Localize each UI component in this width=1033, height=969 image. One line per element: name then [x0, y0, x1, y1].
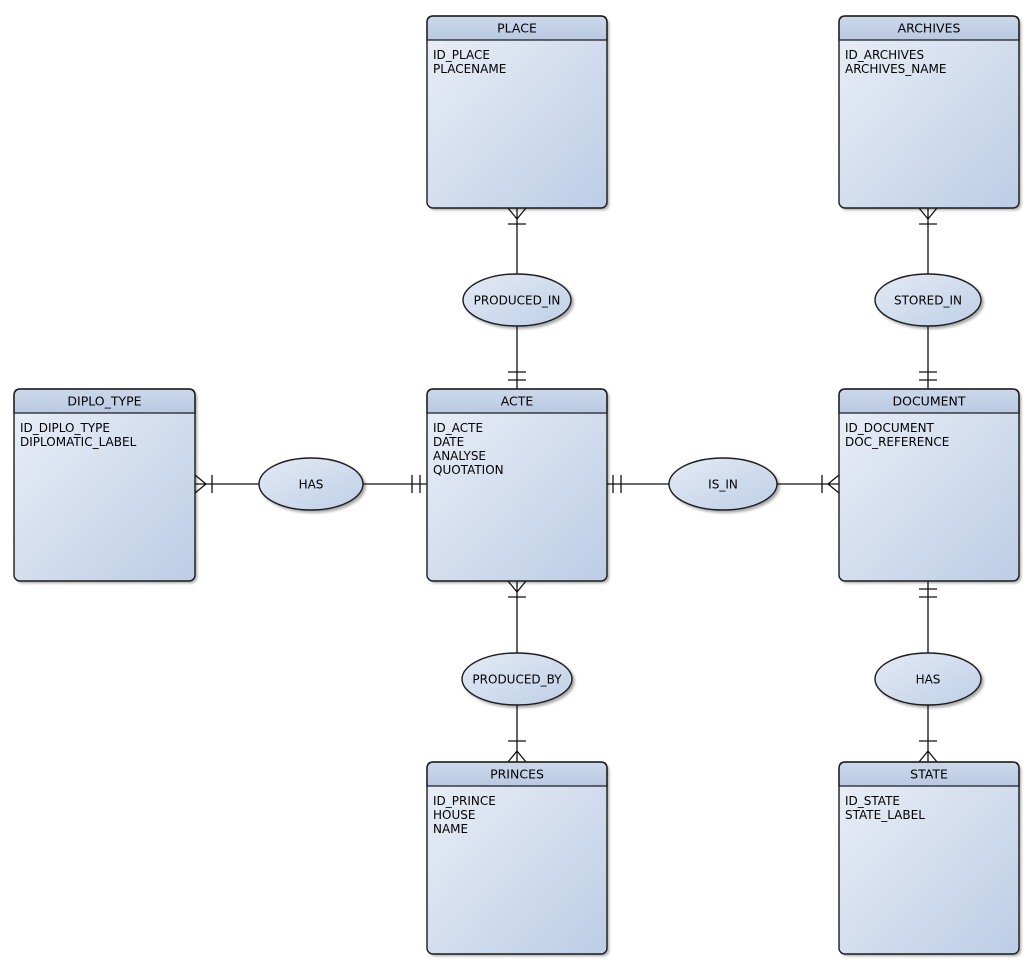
connector-line-with-double-bar	[919, 326, 937, 389]
entity-body	[14, 389, 195, 581]
relationship-ellipse	[874, 273, 982, 327]
relationship-label: HAS	[916, 673, 941, 687]
edge-archives-stored-in[interactable]	[918, 207, 938, 274]
edge-place-produced-in[interactable]	[507, 207, 527, 274]
entity-title: ACTE	[501, 394, 534, 409]
connector-line-with-double-bar	[919, 581, 937, 653]
edge-diplo-type-has[interactable]	[194, 474, 259, 494]
entity-body	[427, 762, 607, 954]
entity-body	[427, 16, 607, 208]
entity-attribute: ID_DIPLO_TYPE	[20, 421, 110, 435]
entity-attribute: ID_STATE	[845, 794, 900, 808]
connector-line-with-crowfoot-bar	[507, 580, 527, 653]
entity-body	[839, 762, 1019, 954]
entity-border	[838, 15, 1020, 209]
entity-body	[839, 389, 1019, 581]
entity-attribute: DIPLOMATIC_LABEL	[20, 435, 137, 449]
entity-place[interactable]: PLACE ID_PLACE PLACENAME	[426, 15, 608, 209]
entity-attribute: ARCHIVES_NAME	[845, 62, 946, 76]
entity-border	[13, 388, 196, 582]
entity-attribute: ID_ACTE	[433, 421, 483, 435]
relationship-label: PRODUCED_IN	[474, 294, 561, 308]
relationship-ellipse	[461, 652, 573, 706]
entity-attribute: NAME	[433, 822, 468, 836]
entity-state[interactable]: STATE ID_STATE STATE_LABEL	[838, 761, 1020, 955]
connector-line-with-crowfoot-bar	[194, 474, 259, 494]
edge-acte-produced-by[interactable]	[507, 580, 527, 653]
relationship-stored-in[interactable]: STORED_IN	[874, 273, 982, 327]
relationship-label: PRODUCED_BY	[472, 673, 562, 687]
entity-title: DIPLO_TYPE	[67, 394, 141, 409]
relationship-label: IS_IN	[708, 478, 738, 492]
connector-line-with-crowfoot-bar	[507, 705, 527, 763]
connector-line-with-crowfoot-bar	[777, 474, 840, 494]
edge-produced-in-acte[interactable]	[508, 326, 526, 389]
relationship-is-in[interactable]: IS_IN	[668, 457, 778, 511]
connector-line-with-double-bar	[508, 326, 526, 389]
entity-border	[426, 388, 608, 582]
relationship-has-document-state[interactable]: HAS	[874, 652, 982, 706]
connector-line-with-crowfoot-bar	[918, 207, 938, 274]
entity-title: DOCUMENT	[892, 394, 965, 409]
entity-attribute: ANALYSE	[433, 449, 486, 463]
entity-attribute: QUOTATION	[433, 463, 504, 477]
entity-attribute: DOC_REFERENCE	[845, 435, 949, 449]
entity-body	[427, 389, 607, 581]
entity-attribute: ID_DOCUMENT	[845, 421, 935, 435]
entity-attribute: ID_PLACE	[433, 48, 490, 62]
entity-princes[interactable]: PRINCES ID_PRINCE HOUSE NAME	[426, 761, 608, 955]
edge-is-in-document[interactable]	[777, 474, 840, 494]
entity-attribute: HOUSE	[433, 808, 475, 822]
entity-body	[839, 16, 1019, 208]
connector-line-with-crowfoot-bar	[507, 207, 527, 274]
entity-document[interactable]: DOCUMENT ID_DOCUMENT DOC_REFERENCE	[838, 388, 1020, 582]
entity-border	[838, 388, 1020, 582]
entity-title: PLACE	[497, 21, 537, 36]
relationship-ellipse	[668, 457, 778, 511]
entity-title: STATE	[910, 767, 948, 782]
entity-attribute: DATE	[433, 435, 464, 449]
connector-line-with-double-bar	[607, 475, 669, 493]
relationship-has-diplo-acte[interactable]: HAS	[258, 457, 364, 511]
entity-acte[interactable]: ACTE ID_ACTE DATE ANALYSE QUOTATION	[426, 388, 608, 582]
entity-border	[838, 761, 1020, 955]
edge-has-acte[interactable]	[363, 475, 427, 493]
relationship-produced-in[interactable]: PRODUCED_IN	[462, 273, 572, 327]
connector-line-with-double-bar	[363, 475, 427, 493]
edge-document-has[interactable]	[919, 581, 937, 653]
edge-stored-in-document[interactable]	[919, 326, 937, 389]
relationship-ellipse	[258, 457, 364, 511]
entity-title: ARCHIVES	[898, 21, 961, 36]
entity-diplo-type[interactable]: DIPLO_TYPE ID_DIPLO_TYPE DIPLOMATIC_LABE…	[13, 388, 196, 582]
entity-attribute: STATE_LABEL	[845, 808, 925, 822]
edge-acte-is-in[interactable]	[607, 475, 669, 493]
entity-attribute: PLACENAME	[433, 62, 506, 76]
entity-title: PRINCES	[490, 767, 544, 782]
entity-border	[426, 15, 608, 209]
entity-attribute: ID_ARCHIVES	[845, 48, 924, 62]
entity-border	[426, 761, 608, 955]
entity-archives[interactable]: ARCHIVES ID_ARCHIVES ARCHIVES_NAME	[838, 15, 1020, 209]
entity-attribute: ID_PRINCE	[433, 794, 496, 808]
edge-produced-by-princes[interactable]	[507, 705, 527, 763]
relationship-ellipse	[462, 273, 572, 327]
relationship-label: HAS	[299, 478, 324, 492]
relationship-produced-by[interactable]: PRODUCED_BY	[461, 652, 573, 706]
edge-has-state[interactable]	[918, 705, 938, 763]
relationship-label: STORED_IN	[894, 294, 962, 308]
relationship-ellipse	[874, 652, 982, 706]
connector-line-with-crowfoot-bar	[918, 705, 938, 763]
